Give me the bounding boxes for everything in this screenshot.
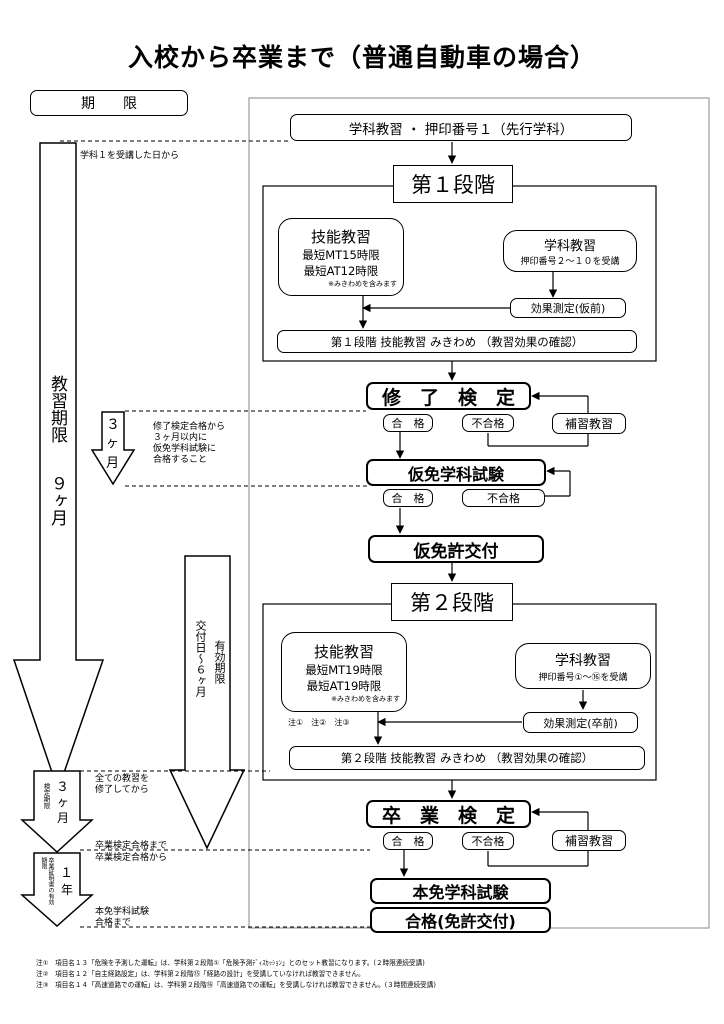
stage2-gakka-box: 学科教習 押印番号①～⑯を受講 [515, 643, 651, 689]
fugokaku-3: 不合格 [462, 832, 514, 850]
kigen-label: 期 限 [30, 90, 188, 116]
one-year-nen: 年 [61, 883, 74, 897]
stage2-gino-box: 技能教習 最短MT19時限 最短AT19時限 ※みきわめを含みます [281, 632, 407, 712]
kentei-3: ３ [56, 780, 70, 795]
sotsugyo-kentei: 卒 業 検 定 [366, 800, 531, 828]
karimen-3-a: ３ [106, 417, 120, 433]
gokaku-2: 合 格 [383, 489, 433, 507]
kentei-kigen: 検定期限 [42, 783, 50, 809]
stage2-gakka-detail: 押印番号①～⑯を受講 [538, 672, 628, 683]
kyoshu-kigen-months: ９ヶ月 [47, 475, 67, 526]
stage2-mikiwame: 第２段階 技能教習 みきわめ （教習効果の確認） [289, 746, 645, 770]
gokaku-3: 合 格 [383, 832, 433, 850]
sotsugyo-note-2: 卒業検定合格から [95, 853, 168, 863]
stage1-gino-box: 技能教習 最短MT15時限 最短AT12時限 ※みきわめを含みます [278, 218, 404, 296]
footnote-1: 注① 項目名１３「危険を予測した運転」は、学科第２段階①「危険予測ﾃﾞｨｽｶｯｼ… [36, 959, 425, 967]
stage1-gakka-detail: 押印番号２～１０を受講 [520, 257, 620, 267]
kentei-tsuki: 月 [57, 811, 70, 825]
footnote-3: 注③ 項目名１４「高速道路での運転」は、学科第２段階⑯「高速道路での運転」を受講… [36, 981, 436, 989]
footnote-2: 注② 項目名１２「自主経路設定」は、学科第２段階⑮「経路の設計」を受講していなけ… [36, 970, 365, 978]
hoshu-3: 補習教習 [552, 830, 626, 851]
sotsugyo-note-1: 卒業検定合格まで [95, 841, 168, 851]
karimen-kofu: 仮免許交付 [368, 535, 544, 563]
hoshu-1: 補習教習 [552, 413, 626, 434]
footnotes: 注① 項目名１３「危険を予測した運転」は、学科第２段階①「危険予測ﾃﾞｨｽｶｯｼ… [36, 958, 436, 991]
stage1-gakka-title: 学科教習 [543, 239, 596, 254]
stage2-gino-note: ※みきわめを含みます [331, 694, 400, 703]
page-title: 入校から卒業まで（普通自動車の場合） [127, 43, 596, 72]
honmen-note: 本免学科試験 合格まで [95, 907, 150, 928]
kentei-note: 全ての教習を 修了してから [95, 774, 150, 795]
karimen-3-c: 月 [106, 456, 120, 471]
stage1-kouka: 効果測定(仮前) [510, 298, 626, 318]
stage1-mikiwame: 第１段階 技能教習 みきわめ （教習効果の確認） [277, 330, 637, 353]
karimen-gakka-shiken: 仮免学科試験 [366, 459, 546, 486]
stage1-gino-note: ※みきわめを含みます [328, 279, 397, 288]
one-year-1: １ [60, 866, 74, 881]
stage2-kouka: 効果測定(卒前) [523, 712, 638, 733]
stage2-gino-title: 技能教習 [313, 642, 374, 661]
fugokaku-1: 不合格 [462, 414, 514, 432]
stage2-notes-ref: 注① 注② 注③ [288, 718, 350, 727]
fugokaku-2: 不合格 [462, 489, 545, 507]
kyoshu-kigen-vertical: 教習期限 [47, 375, 67, 443]
stage1-title: 第１段階 [393, 165, 513, 203]
stage2-gino-mt: 最短MT19時限 [305, 662, 383, 677]
kentei-ka: ヶ [57, 795, 70, 809]
honmen-gakka-shiken: 本免学科試験 [370, 878, 551, 904]
kigen-note: 学科１を受講した日から [80, 151, 180, 161]
karimen-note: 修了検定合格から ３ヶ月以内に 仮免学科試験に 合格すること [153, 422, 226, 465]
gokaku-1: 合 格 [383, 414, 433, 432]
stage1-gino-title: 技能教習 [310, 227, 371, 246]
stage1-gakka-box: 学科教習 押印番号２～１０を受講 [503, 230, 637, 272]
start-box: 学科教習 ・ 押印番号１（先行学科） [290, 114, 632, 141]
stage2-title: 第２段階 [391, 583, 513, 621]
kofubi-label: 交付日〜６ヶ月 [194, 620, 207, 697]
shuryo-kentei: 修 了 検 定 [366, 382, 531, 410]
shomei-kigen: 卒業証明書の有効期限 [40, 857, 54, 905]
stage1-gino-at: 最短AT12時限 [303, 263, 379, 278]
karimen-3-b: ヶ [106, 436, 120, 451]
gokaku-final: 合格(免許交付) [370, 907, 551, 933]
stage2-gakka-title: 学科教習 [555, 652, 611, 669]
yuko-kigen: 有効期限 [213, 640, 226, 684]
stage1-gino-mt: 最短MT15時限 [302, 247, 380, 262]
stage2-gino-at: 最短AT19時限 [306, 678, 382, 693]
